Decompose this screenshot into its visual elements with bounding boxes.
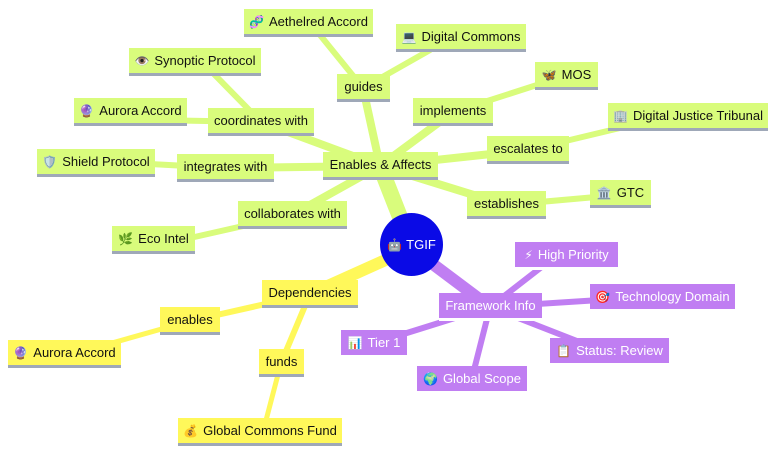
node-escalates-to[interactable]: escalates to: [487, 136, 569, 164]
node-digital-commons[interactable]: 💻 Digital Commons: [396, 24, 526, 52]
lightning-icon: ⚡: [524, 247, 533, 262]
node-technology-domain[interactable]: 🎯 Technology Domain: [590, 284, 735, 312]
node-aurora-accord-green[interactable]: 🔮 Aurora Accord: [74, 98, 187, 126]
node-guides[interactable]: guides: [337, 74, 390, 102]
node-label: Shield Protocol: [62, 154, 150, 169]
node-aethelred-accord[interactable]: 🧬 Aethelred Accord: [244, 9, 373, 37]
node-label: coordinates with: [214, 113, 308, 128]
globe-icon: 🌍: [422, 371, 438, 386]
node-digital-justice-tribunal[interactable]: 🏢 Digital Justice Tribunal: [608, 103, 768, 131]
node-label: implements: [419, 103, 487, 118]
node-label: Global Scope: [442, 371, 521, 386]
node-global-scope[interactable]: 🌍 Global Scope: [417, 366, 527, 394]
node-label: escalates to: [493, 141, 563, 156]
node-shield-protocol[interactable]: 🛡️ Shield Protocol: [37, 149, 155, 177]
node-eco-intel[interactable]: 🌿 Eco Intel: [112, 226, 195, 254]
dna-icon: 🧬: [249, 14, 264, 29]
root-node-tgif[interactable]: 🤖 TGIF: [380, 213, 443, 276]
node-label: GTC: [616, 185, 645, 200]
node-label: Digital Commons: [421, 29, 521, 44]
node-label: Technology Domain: [615, 289, 730, 304]
eye-icon: 👁️: [134, 53, 150, 68]
node-status-review[interactable]: 📋 Status: Review: [550, 338, 669, 366]
node-collaborates-with[interactable]: collaborates with: [238, 201, 347, 229]
robot-icon: 🤖: [387, 237, 403, 252]
node-label: Global Commons Fund: [203, 423, 337, 438]
node-label: Aurora Accord: [33, 345, 116, 360]
node-aurora-accord-yellow[interactable]: 🔮 Aurora Accord: [8, 340, 121, 368]
node-label: Status: Review: [576, 343, 663, 358]
herb-icon: 🌿: [118, 231, 134, 246]
node-enables[interactable]: enables: [160, 307, 220, 335]
money-bag-icon: 💰: [183, 423, 199, 438]
root-label: TGIF: [406, 237, 436, 252]
node-label: MOS: [561, 67, 592, 82]
laptop-icon: 💻: [401, 29, 417, 44]
node-funds[interactable]: funds: [259, 349, 304, 377]
node-label: Eco Intel: [138, 231, 189, 246]
node-label: Framework Info: [445, 298, 536, 313]
node-integrates-with[interactable]: integrates with: [177, 154, 274, 182]
node-label: Aethelred Accord: [268, 14, 368, 29]
node-label: guides: [344, 79, 383, 94]
office-building-icon: 🏢: [612, 108, 628, 123]
classical-building-icon: 🏛️: [596, 185, 612, 200]
node-framework-info[interactable]: Framework Info: [439, 293, 542, 321]
node-tier-1[interactable]: 📊 Tier 1: [341, 330, 407, 358]
butterfly-icon: 🦋: [541, 67, 557, 82]
node-label: establishes: [473, 196, 540, 211]
shield-icon: 🛡️: [42, 154, 58, 169]
node-coordinates-with[interactable]: coordinates with: [208, 108, 314, 136]
node-label: High Priority: [537, 247, 609, 262]
node-label: funds: [265, 354, 298, 369]
clipboard-icon: 📋: [556, 343, 572, 358]
node-label: Tier 1: [367, 335, 401, 350]
node-enables-affects[interactable]: Enables & Affects: [323, 152, 438, 180]
node-dependencies[interactable]: Dependencies: [262, 280, 358, 308]
node-high-priority[interactable]: ⚡ High Priority: [515, 242, 618, 270]
node-label: enables: [167, 312, 213, 327]
crystal-ball-icon: 🔮: [13, 345, 29, 360]
node-implements[interactable]: implements: [413, 98, 493, 126]
node-global-commons-fund[interactable]: 💰 Global Commons Fund: [178, 418, 342, 446]
node-label: integrates with: [183, 159, 268, 174]
bar-chart-icon: 📊: [347, 335, 363, 350]
node-establishes[interactable]: establishes: [467, 191, 546, 219]
node-label: Synoptic Protocol: [154, 53, 256, 68]
node-label: Dependencies: [268, 285, 352, 300]
node-synoptic-protocol[interactable]: 👁️ Synoptic Protocol: [129, 48, 261, 76]
node-label: collaborates with: [244, 206, 341, 221]
target-icon: 🎯: [595, 289, 611, 304]
node-label: Digital Justice Tribunal: [632, 108, 763, 123]
node-gtc[interactable]: 🏛️ GTC: [590, 180, 651, 208]
node-label: Aurora Accord: [99, 103, 182, 118]
node-mos[interactable]: 🦋 MOS: [535, 62, 598, 90]
crystal-ball-icon: 🔮: [79, 103, 95, 118]
node-label: Enables & Affects: [329, 157, 432, 172]
